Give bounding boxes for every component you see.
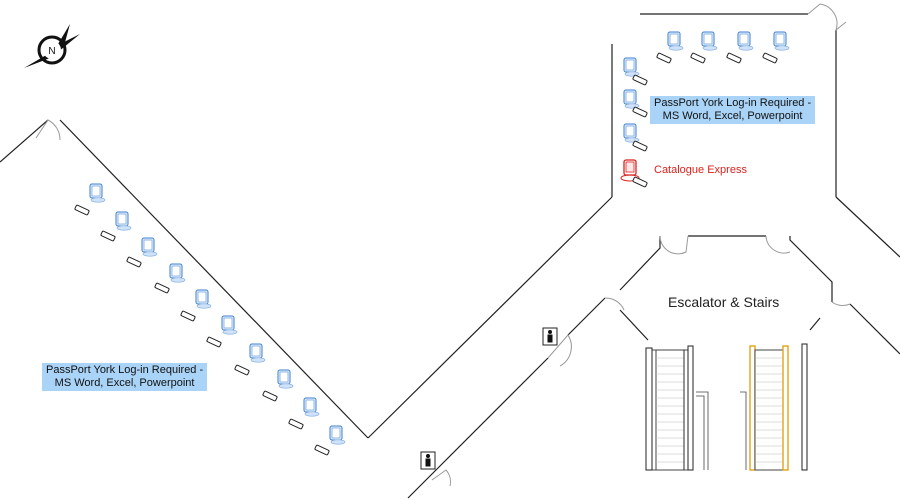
keyboard bbox=[74, 204, 90, 216]
restroom-person-icon bbox=[542, 327, 558, 346]
computer-workstation-icon bbox=[169, 263, 186, 283]
keyboard bbox=[314, 444, 330, 456]
computer-workstation-icon bbox=[277, 369, 294, 389]
computer-workstation-icon bbox=[195, 289, 212, 309]
computer-workstation-icon bbox=[701, 31, 718, 51]
keyboard bbox=[288, 418, 304, 430]
computer-workstation-icon bbox=[329, 425, 346, 445]
left-workstations-label-line2: MS Word, Excel, Powerpoint bbox=[54, 377, 195, 389]
keyboard bbox=[656, 52, 672, 64]
computer-workstation-icon bbox=[89, 183, 106, 203]
left-workstations-label: PassPort York Log-in Required - MS Word,… bbox=[42, 363, 208, 391]
left-workstations bbox=[74, 183, 346, 456]
walls bbox=[0, 13, 900, 499]
keyboard bbox=[762, 52, 778, 64]
computer-workstation-icon bbox=[623, 123, 640, 143]
left-workstations-label-line1: PassPort York Log-in Required - bbox=[46, 364, 204, 376]
computer-workstation-icon bbox=[667, 31, 684, 51]
compass-rose-icon: N bbox=[24, 24, 80, 68]
catalogue-terminal-icon bbox=[620, 159, 640, 182]
keyboard bbox=[726, 52, 742, 64]
right-workstations bbox=[623, 57, 648, 152]
keyboard bbox=[206, 336, 222, 348]
top-workstations bbox=[656, 31, 790, 64]
escalator-stairs-label: Escalator & Stairs bbox=[668, 294, 780, 310]
keyboard bbox=[690, 52, 706, 64]
right-workstations-label-line2: MS Word, Excel, Powerpoint bbox=[662, 110, 803, 122]
keyboard bbox=[632, 106, 648, 118]
computer-workstation-icon bbox=[115, 211, 132, 231]
door-swing-icon bbox=[35, 3, 851, 487]
computer-workstation-icon bbox=[249, 343, 266, 363]
keyboard bbox=[632, 176, 648, 188]
keyboard bbox=[100, 230, 116, 242]
computer-workstation-icon bbox=[737, 31, 754, 51]
computer-workstation-icon bbox=[773, 31, 790, 51]
keyboard bbox=[632, 74, 648, 86]
keyboard bbox=[262, 390, 278, 402]
keyboard bbox=[126, 256, 142, 268]
computer-workstation-icon bbox=[623, 57, 640, 77]
escalator-left bbox=[645, 345, 747, 471]
computer-workstation-icon bbox=[141, 237, 158, 257]
computer-workstation-icon bbox=[623, 89, 640, 109]
restroom-person-icon bbox=[420, 451, 436, 470]
right-workstations-label-line1: PassPort York Log-in Required - bbox=[654, 97, 812, 109]
right-workstations-label: PassPort York Log-in Required - MS Word,… bbox=[650, 96, 816, 124]
catalogue-express-label: Catalogue Express bbox=[654, 164, 747, 176]
compass-north-letter: N bbox=[48, 46, 55, 57]
keyboard bbox=[180, 310, 196, 322]
keyboard bbox=[234, 364, 250, 376]
escalator-right bbox=[749, 343, 808, 471]
computer-workstation-icon bbox=[221, 315, 238, 335]
computer-workstation-icon bbox=[303, 397, 320, 417]
keyboard bbox=[632, 140, 648, 152]
keyboard bbox=[154, 282, 170, 294]
